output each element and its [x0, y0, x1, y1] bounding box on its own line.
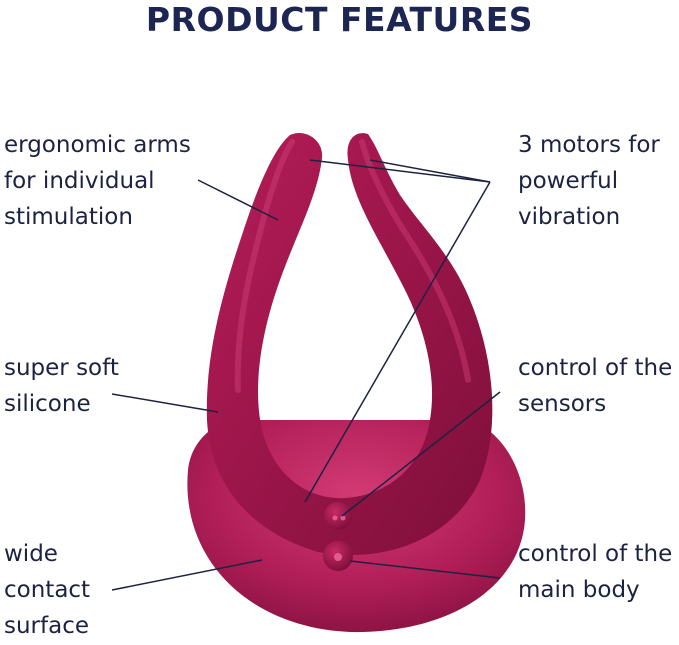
leader-lines	[111, 159, 501, 591]
leader-line-motors-right	[369, 159, 491, 183]
label-line: silicone	[4, 391, 91, 417]
label-line: control of the	[518, 355, 673, 381]
device-body	[206, 132, 493, 556]
feature-label-soft: super soft silicone	[4, 350, 119, 422]
label-line: main body	[518, 577, 640, 603]
leader-line-motors-center	[304, 181, 491, 503]
feature-label-motors: 3 motors for powerful vibration	[518, 127, 660, 235]
leader-line-soft	[111, 393, 219, 413]
main-button-dot	[334, 553, 342, 561]
label-line: vibration	[518, 204, 621, 230]
label-line: stimulation	[4, 204, 133, 230]
feature-label-main: control of the main body	[518, 536, 672, 608]
label-line: powerful	[518, 168, 619, 194]
leader-line-wide	[111, 559, 263, 591]
label-line: sensors	[518, 391, 607, 417]
feature-label-wide: wide contact surface	[4, 536, 90, 644]
label-line: ergonomic arms	[4, 132, 191, 158]
right-arm-highlight	[359, 139, 471, 383]
label-line: control of the	[518, 541, 673, 567]
label-line: contact	[4, 577, 91, 603]
leader-line-sensors	[341, 391, 501, 517]
label-line: surface	[4, 613, 90, 639]
label-line: wide	[4, 541, 58, 567]
leader-line-main	[349, 560, 501, 579]
leader-line-motors-left	[309, 159, 491, 183]
page-title: PRODUCT FEATURES	[145, 0, 534, 39]
feature-label-arms: ergonomic arms for individual stimulatio…	[4, 127, 191, 235]
label-line: 3 motors for	[518, 132, 660, 158]
label-line: for individual	[4, 168, 155, 194]
label-line: super soft	[4, 355, 119, 381]
feature-label-sensors: control of the sensors	[518, 350, 672, 422]
sensor-button-dot	[332, 515, 338, 521]
leader-line-arms	[197, 179, 279, 221]
left-arm-highlight	[234, 139, 295, 393]
sensor-button-dot	[340, 515, 346, 521]
sensor-control-button[interactable]	[324, 502, 352, 530]
